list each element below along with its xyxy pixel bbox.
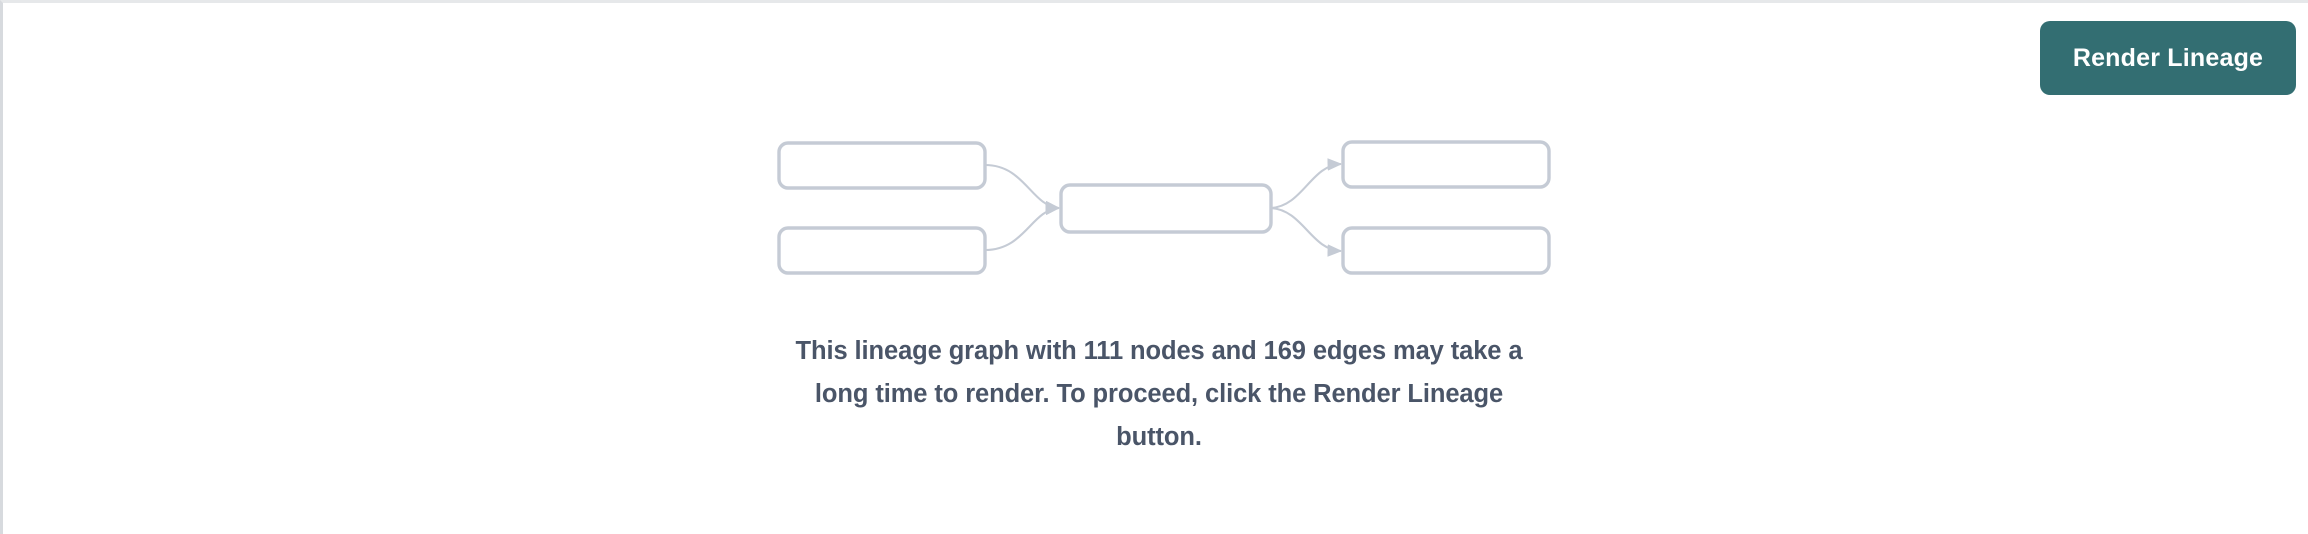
edge-left-bottom-to-center — [984, 202, 1061, 252]
placeholder-node-left-bottom — [777, 226, 987, 275]
placeholder-node-center — [1059, 183, 1273, 234]
render-lineage-button[interactable]: Render Lineage — [2040, 21, 2296, 95]
placeholder-node-right-top — [1341, 140, 1551, 189]
edge-center-to-right-top — [1270, 158, 1343, 210]
placeholder-node-right-bottom — [1341, 226, 1551, 275]
lineage-warning-message: This lineage graph with 111 nodes and 16… — [795, 337, 1523, 451]
placeholder-graph-svg — [777, 140, 1551, 275]
edge-center-to-right-bottom — [1270, 206, 1343, 257]
edge-left-top-to-center — [984, 163, 1061, 214]
placeholder-node-left-top — [777, 141, 987, 190]
